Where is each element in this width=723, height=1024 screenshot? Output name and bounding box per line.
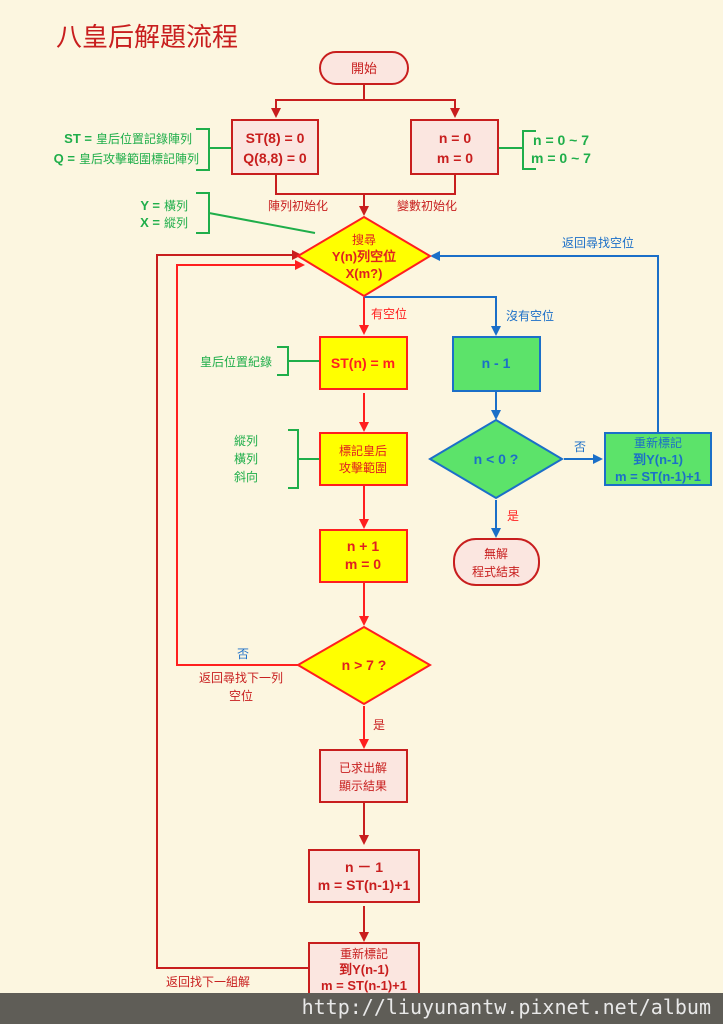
start-node: 開始: [319, 51, 409, 85]
init-array-line-1: ST(8) = 0: [246, 130, 305, 146]
mark-line-2: 攻擊範圍: [339, 460, 387, 475]
q-definition: Q =皇后攻擊範圍標記陣列: [54, 151, 199, 166]
init-vars-line-1: n = 0: [439, 130, 472, 146]
label-var-init: 變數初始化: [397, 198, 457, 213]
watermark-bar: http://liuyunantw.pixnet.net/album: [0, 993, 723, 1024]
check-neg-label: n < 0 ?: [474, 451, 519, 467]
y-definition: Y =橫列: [140, 198, 188, 213]
label-no-slot: 沒有空位: [506, 308, 554, 323]
remark-back-line-2: 到Y(n-1): [633, 452, 683, 467]
annotation-xy: Y =橫列 X =縱列: [140, 198, 188, 230]
mark-note-2: 橫列: [234, 452, 258, 466]
remark-back-line-1: 重新標記: [634, 435, 682, 450]
check-done-label: n > 7 ?: [342, 657, 387, 673]
st-definition: ST =皇后位置記錄陣列: [64, 131, 192, 146]
init-array-node: ST(8) = 0 Q(8,8) = 0: [231, 119, 319, 175]
label-has-slot: 有空位: [371, 306, 407, 321]
search-decision: 搜尋 Y(n)列空位 X(m?): [296, 215, 432, 298]
init-vars-line-2: m = 0: [437, 150, 473, 166]
dec-label: n - 1: [482, 355, 511, 371]
backtrack-after-node: n － 1 m = ST(n-1)+1: [308, 849, 420, 903]
annotation-st-q: ST =皇后位置記錄陣列 Q =皇后攻擊範圍標記陣列: [54, 131, 199, 166]
end-node: 無解 程式結束: [453, 538, 540, 586]
m-range: m = 0 ~ 7: [531, 150, 591, 166]
page-title: 八皇后解題流程: [56, 23, 238, 53]
backtrack-after-line-1: n － 1: [345, 859, 383, 875]
connectors-main: [176, 260, 369, 749]
connectors-init: [156, 84, 460, 969]
end-line-2: 程式結束: [472, 564, 520, 579]
backtrack-after-line-2: m = ST(n-1)+1: [318, 877, 411, 893]
record-note: 皇后位置紀錄: [200, 354, 272, 369]
mark-note-3: 斜向: [234, 469, 258, 484]
record-node: ST(n) = m: [319, 336, 408, 390]
label-no-done: 否: [237, 647, 249, 661]
search-line-3: X(m?): [346, 266, 383, 281]
next-row-node: n + 1 m = 0: [319, 529, 408, 583]
connectors-backtrack: [364, 251, 659, 538]
remark-back-line-3: m = ST(n-1)+1: [615, 469, 701, 484]
init-vars-node: n = 0 m = 0: [410, 119, 499, 175]
end-line-1: 無解: [484, 546, 508, 561]
remark-after-line-3: m = ST(n-1)+1: [321, 978, 407, 993]
label-return-next-row-1: 返回尋找下一列: [199, 671, 283, 685]
found-line-1: 已求出解: [339, 761, 387, 775]
label-array-init: 陣列初始化: [268, 199, 328, 213]
annotation-ranges: n = 0 ~ 7 m = 0 ~ 7: [531, 132, 591, 166]
remark-after-node: 重新標記 到Y(n-1) m = ST(n-1)+1: [308, 942, 420, 996]
found-node: 已求出解 顯示結果: [319, 749, 408, 803]
next-row-line-1: n + 1: [347, 538, 380, 554]
search-line-2: Y(n)列空位: [332, 249, 396, 264]
check-neg-decision: n < 0 ?: [428, 418, 564, 500]
label-yes-neg: 是: [507, 509, 519, 523]
n-range: n = 0 ~ 7: [533, 132, 589, 148]
label-return-next-solution: 返回找下一組解: [166, 975, 250, 989]
mark-line-1: 標記皇后: [339, 443, 387, 458]
mark-node: 標記皇后 攻擊範圍: [319, 432, 408, 486]
search-line-1: 搜尋: [352, 232, 376, 247]
label-return-next-row-2: 空位: [229, 688, 253, 703]
record-label: ST(n) = m: [331, 355, 395, 371]
label-yes-done: 是: [373, 718, 385, 732]
label-no-neg: 否: [574, 440, 586, 454]
found-line-2: 顯示結果: [339, 779, 387, 793]
dec-node: n - 1: [452, 336, 541, 392]
init-array-line-2: Q(8,8) = 0: [243, 150, 307, 166]
check-done-decision: n > 7 ?: [296, 625, 432, 706]
mark-notes: 縱列 橫列 斜向: [234, 434, 258, 484]
next-row-line-2: m = 0: [345, 556, 381, 572]
remark-after-line-1: 重新標記: [340, 946, 388, 961]
mark-note-1: 縱列: [234, 434, 258, 448]
annotation-brackets: [196, 128, 536, 489]
x-definition: X =縱列: [140, 215, 188, 230]
label-return-search: 返回尋找空位: [562, 235, 634, 250]
start-label: 開始: [351, 62, 377, 77]
remark-after-line-2: 到Y(n-1): [339, 962, 389, 977]
remark-back-node: 重新標記 到Y(n-1) m = ST(n-1)+1: [604, 432, 712, 486]
watermark-url: http://liuyunantw.pixnet.net/album: [301, 995, 711, 1019]
